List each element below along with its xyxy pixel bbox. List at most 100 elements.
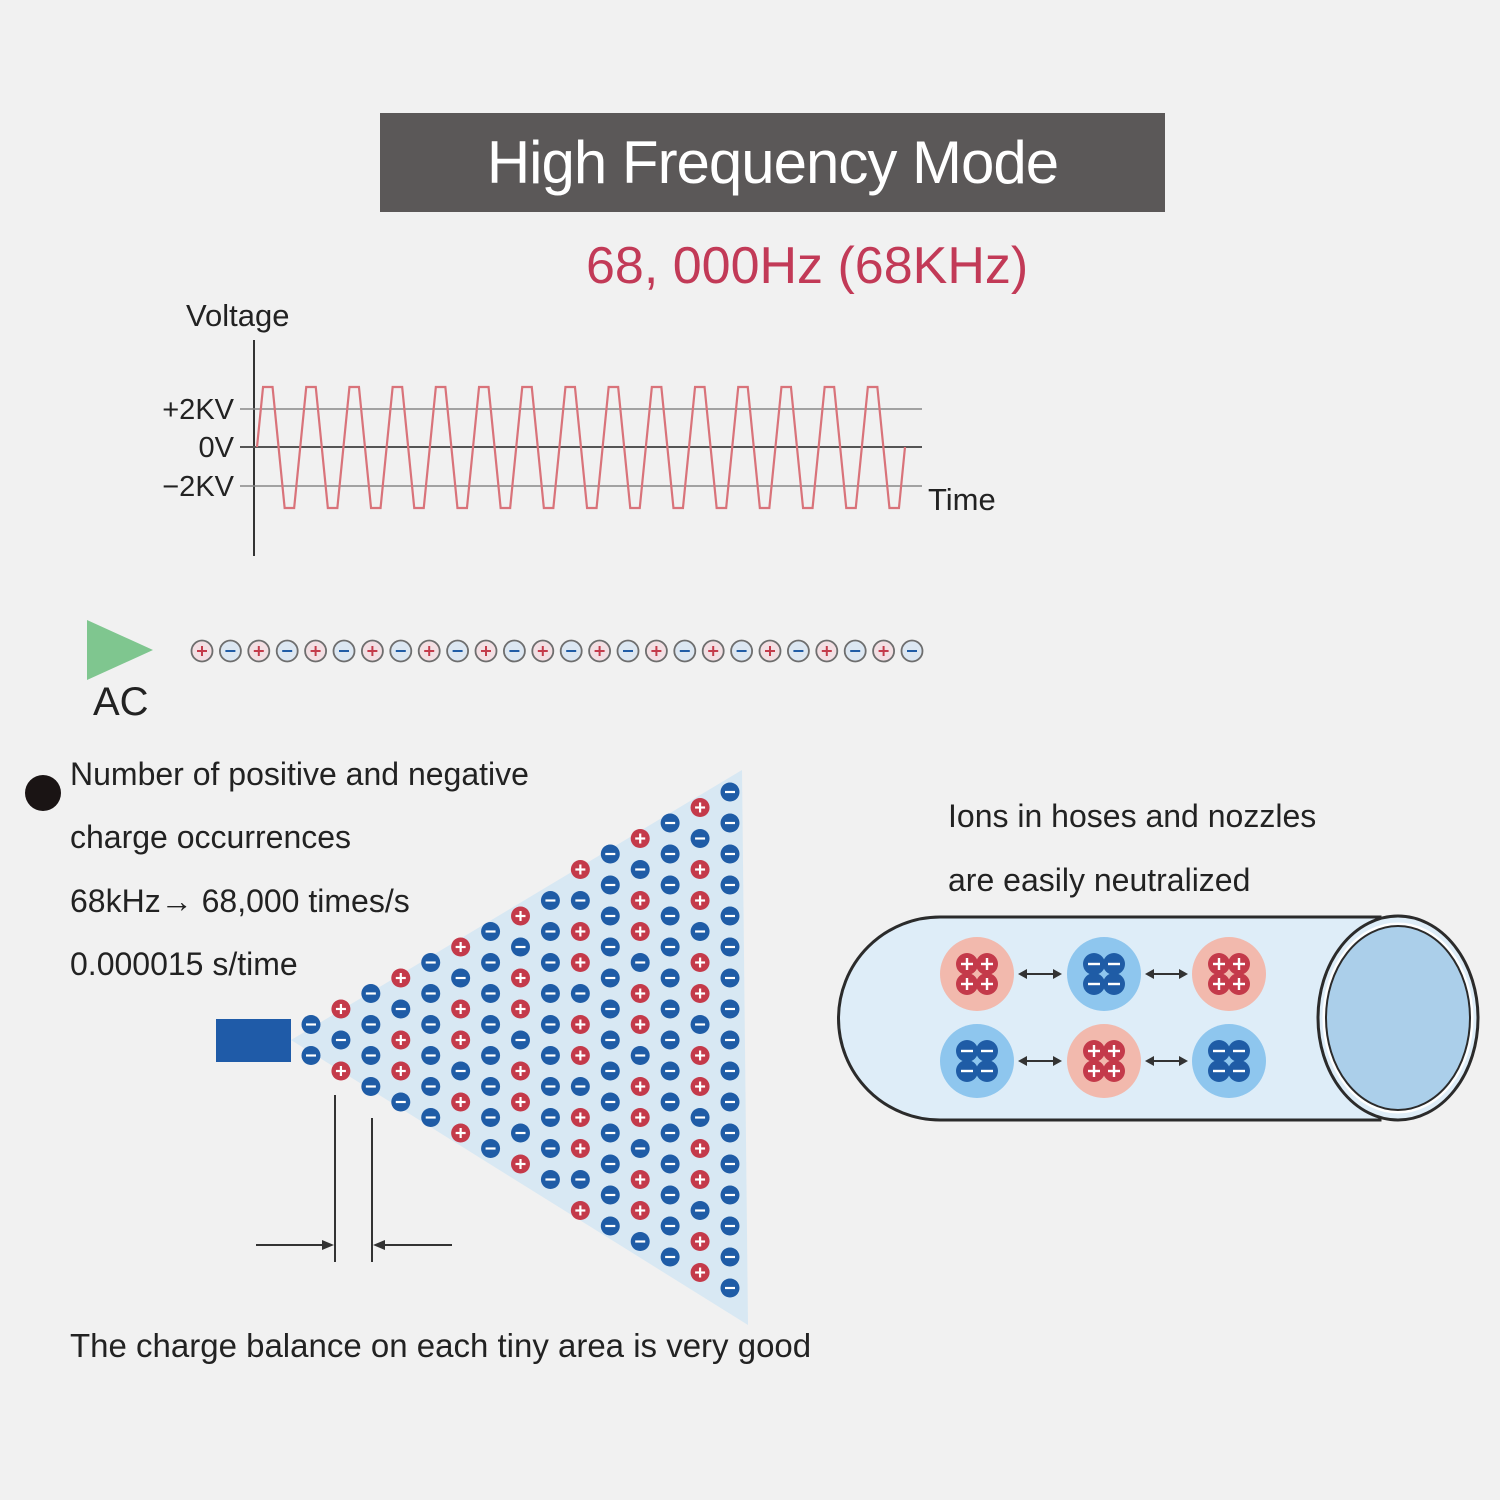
spray-positive-charge [630, 984, 650, 1003]
spray-negative-charge [720, 1185, 740, 1205]
positive-ion-cluster [1067, 1024, 1141, 1098]
spray-negative-charge [720, 1278, 740, 1298]
spray-negative-charge [481, 1139, 501, 1158]
spray-positive-charge [630, 891, 650, 910]
spray-negative-charge [600, 999, 620, 1019]
spray-negative-charge [600, 1216, 620, 1236]
description-line-4: 0.000015 s/time [70, 946, 298, 982]
spray-negative-charge [421, 953, 441, 972]
spacing-indicator [256, 1095, 452, 1262]
page-title-text: High Frequency Mode [486, 129, 1059, 196]
chain-negative-charge [332, 639, 356, 663]
spray-positive-charge [451, 999, 471, 1019]
spray-positive-charge [690, 1263, 710, 1282]
spray-positive-charge [690, 1232, 710, 1251]
spray-negative-charge [540, 1046, 560, 1065]
spray-negative-charge [660, 875, 680, 895]
spray-positive-charge [690, 1170, 710, 1189]
positive-ion-cluster [1192, 937, 1266, 1011]
charge-chain [190, 639, 924, 663]
spray-negative-charge [570, 1077, 590, 1096]
spray-positive-charge [511, 906, 530, 926]
spray-positive-charge [630, 1077, 650, 1096]
spray-negative-charge [630, 860, 650, 879]
spray-negative-charge [600, 1154, 620, 1174]
double-arrow-icon [1145, 969, 1188, 979]
spray-negative-charge [600, 1061, 620, 1081]
spray-negative-charge [630, 953, 650, 972]
spray-negative-charge [540, 1170, 560, 1189]
spray-positive-charge [630, 829, 650, 848]
spray-negative-charge [720, 844, 740, 864]
spray-negative-charge [600, 1092, 620, 1112]
spray-negative-charge [720, 999, 740, 1019]
spray-negative-charge [570, 891, 590, 910]
spray-negative-charge [301, 1046, 321, 1065]
chain-negative-charge [673, 639, 697, 663]
spray-negative-charge [720, 1154, 740, 1174]
spray-negative-charge [481, 1077, 501, 1096]
chain-negative-charge [389, 639, 413, 663]
chain-negative-charge [446, 639, 470, 663]
spray-negative-charge [361, 1077, 381, 1096]
spray-negative-charge [391, 1092, 411, 1112]
spray-negative-charge [421, 984, 441, 1003]
spray-negative-charge [630, 1139, 650, 1158]
spray-negative-charge [540, 1108, 560, 1127]
bullet-dot [25, 775, 61, 811]
spray-negative-charge [660, 813, 680, 833]
waveform-signal [255, 385, 907, 510]
spray-negative-charge [540, 1139, 560, 1158]
spray-positive-charge [690, 1139, 710, 1158]
spray-negative-charge [660, 1061, 680, 1081]
spray-positive-charge [690, 891, 710, 910]
spray-negative-charge [600, 875, 620, 895]
spray-negative-charge [540, 984, 560, 1003]
chain-positive-charge [758, 639, 782, 663]
chain-negative-charge [900, 639, 924, 663]
spray-negative-charge [660, 1247, 680, 1267]
spray-negative-charge [540, 1015, 560, 1034]
spray-positive-charge [570, 1046, 590, 1065]
spray-positive-charge [630, 1015, 650, 1034]
spray-negative-charge [660, 844, 680, 864]
chain-negative-charge [218, 639, 242, 663]
frequency-label: 68, 000Hz (68KHz) [586, 237, 1029, 295]
spray-negative-charge [720, 1247, 740, 1267]
level-label-zero: 0V [198, 432, 234, 464]
chain-positive-charge [701, 639, 725, 663]
spray-negative-charge [720, 1092, 740, 1112]
bottom-caption: The charge balance on each tiny area is … [70, 1327, 812, 1364]
spray-positive-charge [630, 1108, 650, 1127]
page-title: High Frequency Mode [380, 113, 1165, 212]
spray-positive-charge [570, 1015, 590, 1034]
spray-positive-charge [630, 1201, 650, 1220]
spray-negative-charge [481, 1046, 501, 1065]
spacing-arrowhead-right [373, 1240, 385, 1250]
chain-negative-charge [559, 639, 583, 663]
spray-negative-charge [660, 999, 680, 1019]
spray-negative-charge [600, 968, 620, 988]
spray-negative-charge [660, 1123, 680, 1143]
hose-diagram [837, 914, 1480, 1122]
spray-positive-charge [511, 968, 530, 988]
chain-positive-charge [645, 639, 668, 663]
chain-negative-charge [787, 639, 810, 663]
spray-negative-charge [421, 1077, 441, 1096]
spray-negative-charge [421, 1108, 441, 1127]
chain-positive-charge [360, 639, 384, 663]
spray-negative-charge [660, 968, 680, 988]
spray-negative-charge [690, 922, 710, 941]
spray-negative-charge [301, 1015, 321, 1034]
spray-negative-charge [540, 1077, 560, 1096]
spray-negative-charge [451, 1061, 471, 1081]
spray-negative-charge [720, 968, 740, 988]
chain-positive-charge [531, 639, 555, 663]
spray-negative-charge [600, 1030, 620, 1050]
spray-charges [301, 782, 740, 1298]
double-arrow-icon [1018, 1056, 1062, 1066]
description-line-3: 68kHz→ 68,000 times/s [70, 883, 410, 919]
y-axis-label: Voltage [186, 298, 290, 333]
spray-negative-charge [690, 829, 710, 848]
spray-positive-charge [451, 1030, 471, 1050]
